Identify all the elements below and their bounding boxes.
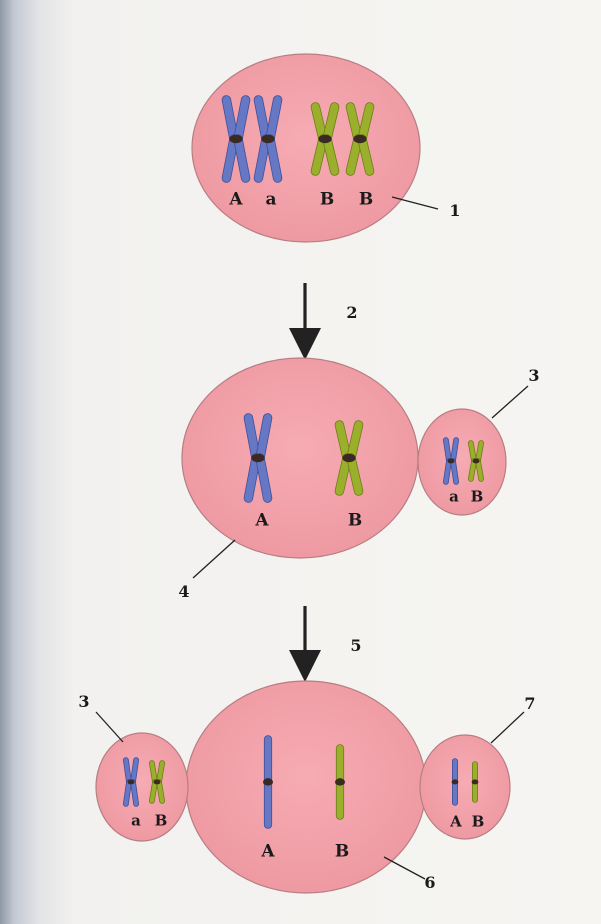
number-label-2: 2 — [346, 305, 357, 321]
number-label-6: 6 — [424, 875, 435, 891]
stage2-cells — [182, 358, 528, 578]
egg-chromosome-B — [335, 748, 345, 815]
gene-label-a: a — [131, 814, 141, 829]
number-label-5: 5 — [350, 638, 361, 654]
egg-chromosome-A — [263, 739, 273, 824]
gene-label-A: A — [450, 815, 462, 830]
number-label-3: 3 — [78, 694, 89, 710]
pointer-line-3b — [96, 712, 123, 742]
pointer-line-7 — [491, 712, 524, 743]
gene-label-a: a — [265, 192, 276, 209]
stage3-cells — [96, 681, 524, 893]
gene-label-B: B — [155, 814, 168, 829]
right-polar-chromosome-A — [452, 761, 459, 803]
gene-label-B: B — [335, 844, 349, 861]
number-label-3: 3 — [528, 368, 539, 384]
egg-cell — [186, 681, 426, 893]
pointer-line-6 — [384, 857, 425, 879]
number-label-4: 4 — [178, 584, 189, 600]
gene-label-B: B — [359, 192, 373, 209]
right-polar-body — [420, 735, 510, 839]
first-polar-body — [418, 409, 506, 515]
gene-label-B: B — [471, 490, 484, 505]
number-label-1: 1 — [449, 203, 460, 219]
pointer-line-4 — [193, 540, 235, 578]
gene-label-B: B — [472, 815, 485, 830]
gene-label-B: B — [320, 192, 334, 209]
pointer-line-3 — [492, 386, 528, 418]
gene-label-A: A — [261, 844, 274, 861]
gene-label-A: A — [229, 192, 242, 209]
number-label-7: 7 — [524, 696, 535, 712]
gene-label-a: a — [449, 490, 459, 505]
stage1-cell — [192, 54, 438, 242]
gene-label-B: B — [348, 513, 362, 530]
left-polar-body — [96, 733, 188, 841]
cell-body — [192, 54, 420, 242]
right-polar-chromosome-B — [472, 764, 479, 800]
gene-label-A: A — [255, 513, 268, 530]
secondary-oocyte — [182, 358, 418, 558]
